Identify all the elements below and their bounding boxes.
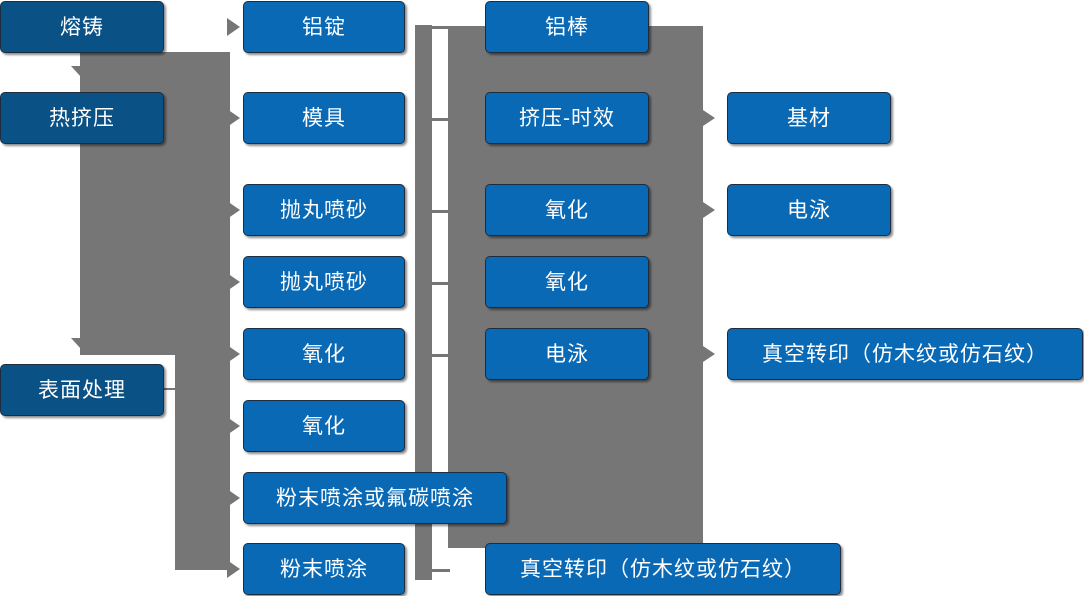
stage-box-label: 热挤压 [49,106,115,130]
treatment-box-label: 挤压-时效 [519,106,615,130]
branch-arrow-icon-6 [227,417,240,435]
process-box-mold[interactable]: 模具 [243,92,405,144]
output-arrow-icon-2 [703,202,715,218]
down-arrow-icon-1 [71,66,91,77]
process-box-label: 模具 [302,106,346,130]
treatment-box-oxidation-2[interactable]: 氧化 [485,256,649,308]
stage-box-surface-treatment[interactable]: 表面处理 [0,364,164,416]
branch-arrow-icon-7 [227,489,240,507]
mid-link-5 [430,354,450,357]
process-box-label: 氧化 [302,342,346,366]
process-box-label: 粉末喷涂或氟碳喷涂 [276,486,474,510]
process-box-shot-blasting-2[interactable]: 抛丸喷砂 [243,256,405,308]
process-box-aluminum-ingot[interactable]: 铝锭 [243,1,405,53]
process-box-shot-blasting-1[interactable]: 抛丸喷砂 [243,184,405,236]
stage-box-hot-extrusion[interactable]: 热挤压 [0,92,164,144]
branch-arrow-icon-8 [227,560,240,578]
stage-box-label: 表面处理 [38,378,126,402]
branch-arrow-icon-3 [227,201,240,219]
mid-connector-bar [415,25,432,580]
output-box-base-material[interactable]: 基材 [727,92,891,144]
process-box-label: 铝锭 [302,15,346,39]
stage-box-melting-casting[interactable]: 熔铸 [0,1,164,53]
treatment-box-electrophoresis[interactable]: 电泳 [485,328,649,380]
branch-arrow-icon-5 [227,345,240,363]
process-box-label: 抛丸喷砂 [280,198,368,222]
process-box-powder-coating[interactable]: 粉末喷涂 [243,543,405,595]
treatment-box-extrusion-aging[interactable]: 挤压-时效 [485,92,649,144]
treatment-box-label: 铝棒 [545,15,589,39]
output-arrow-icon-1 [703,110,715,126]
process-box-powder-or-fluorocarbon-coating[interactable]: 粉末喷涂或氟碳喷涂 [243,472,507,524]
mid-link-1 [430,26,450,29]
process-box-label: 氧化 [302,414,346,438]
treatment-box-label: 电泳 [545,342,589,366]
process-box-label: 抛丸喷砂 [280,270,368,294]
surface-treatment-link [164,388,178,390]
branch-arrow-icon-1 [227,18,240,36]
mid-link-6 [430,569,450,572]
mid-link-3 [430,210,450,213]
output-box-electrophoresis[interactable]: 电泳 [727,184,891,236]
treatment-box-label: 氧化 [545,198,589,222]
treatment-box-label: 氧化 [545,270,589,294]
output-arrow-icon-3 [703,346,715,362]
branch-arrow-icon-2 [227,109,240,127]
output-box-label: 基材 [787,106,831,130]
output-box-label: 真空转印（仿木纹或仿石纹） [762,342,1048,366]
treatment-box-oxidation-1[interactable]: 氧化 [485,184,649,236]
stage-box-label: 熔铸 [60,15,104,39]
process-box-oxidation-1[interactable]: 氧化 [243,328,405,380]
down-arrow-icon-2 [71,338,91,349]
left-connector-band-lower [175,355,230,570]
treatment-box-aluminum-bar[interactable]: 铝棒 [485,1,649,53]
treatment-box-vacuum-transfer-printing[interactable]: 真空转印（仿木纹或仿石纹） [485,543,841,595]
mid-link-4 [430,282,450,285]
process-box-oxidation-2[interactable]: 氧化 [243,400,405,452]
output-box-vacuum-transfer-printing[interactable]: 真空转印（仿木纹或仿石纹） [727,328,1083,380]
mid-link-2 [430,118,450,121]
output-box-label: 电泳 [787,198,831,222]
treatment-box-label: 真空转印（仿木纹或仿石纹） [520,557,806,581]
process-box-label: 粉末喷涂 [280,557,368,581]
branch-arrow-icon-4 [227,273,240,291]
